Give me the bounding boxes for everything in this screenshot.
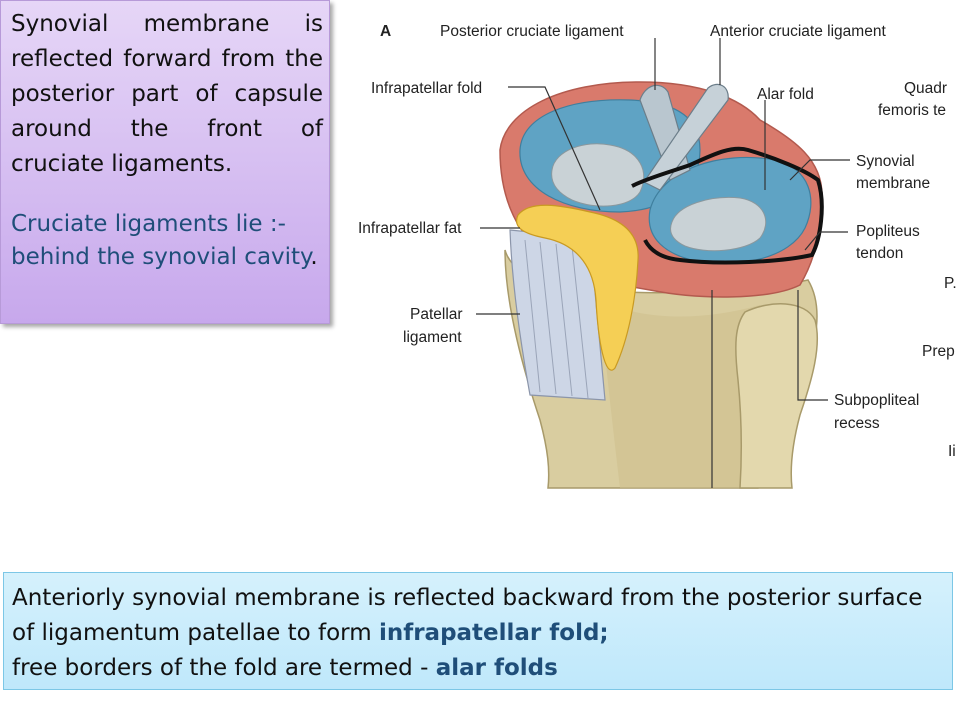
- label-alar-fold: Alar fold: [757, 86, 814, 103]
- leader-lines: [476, 38, 850, 488]
- bottom-line-3: free borders of the fold are termed - al…: [12, 651, 946, 686]
- top-text-box: Synovial membrane is reflected forward f…: [0, 0, 330, 324]
- ligament-fibers: [524, 239, 589, 399]
- lateral-meniscus-inner: [670, 196, 767, 252]
- label-patellar-2: ligament: [403, 329, 462, 346]
- term-alar-folds: alar folds: [435, 655, 558, 681]
- infrapatellar-fat-pad: [516, 204, 639, 371]
- label-infrapatellar-fat: Infrapatellar fat: [358, 220, 462, 237]
- label-posterior-cruciate: Posterior cruciate ligament: [440, 23, 624, 40]
- fibula-bone: [735, 303, 819, 489]
- label-popliteus-2: tendon: [856, 245, 903, 262]
- patellar-ligament: [509, 229, 606, 401]
- drawn-synovial-outline: [631, 146, 824, 265]
- cruciate-position-text: Cruciate ligaments lie :- behind the syn…: [11, 208, 323, 274]
- label-quadriceps-1: Quadr: [904, 80, 947, 97]
- bottom-line-2: of ligamentum patellae to form infrapate…: [12, 616, 946, 651]
- cruciate-period: .: [310, 244, 318, 270]
- bottom-text-box: Anteriorly synovial membrane is reflecte…: [3, 572, 953, 690]
- bottom-line-2-text: of ligamentum patellae to form: [12, 620, 379, 646]
- term-infrapatellar-fold: infrapatellar fold;: [378, 620, 609, 646]
- bottom-line-1: Anteriorly synovial membrane is reflecte…: [12, 585, 923, 611]
- label-popliteus-1: Popliteus: [856, 223, 920, 240]
- bottom-line-3-text: free borders of the fold are termed -: [12, 655, 436, 681]
- label-ii-cut: Ii: [948, 443, 956, 460]
- label-subpopliteal-1: Subpopliteal: [834, 392, 919, 409]
- anterior-cruciate-ligament: [643, 83, 729, 191]
- label-synovial-1: Synovial: [856, 153, 915, 170]
- label-infrapatellar-fold: Infrapatellar fold: [371, 80, 482, 97]
- panel-letter: A: [380, 23, 391, 40]
- medial-meniscus-inner: [551, 143, 645, 207]
- synovial-reflection-text: Synovial membrane is reflected forward f…: [11, 11, 323, 177]
- label-synovial-2: membrane: [856, 175, 930, 192]
- label-prep-cut: Prep: [922, 343, 955, 360]
- label-subpopliteal-2: recess: [834, 415, 880, 432]
- label-quadriceps-2: femoris te: [878, 102, 946, 119]
- cruciate-heading: Cruciate ligaments lie :-: [11, 211, 286, 237]
- label-p-cut: P.: [944, 275, 957, 292]
- label-anterior-cruciate: Anterior cruciate ligament: [710, 23, 886, 40]
- cruciate-detail: behind the synovial cavity: [11, 244, 311, 270]
- label-patellar-1: Patellar: [410, 306, 463, 323]
